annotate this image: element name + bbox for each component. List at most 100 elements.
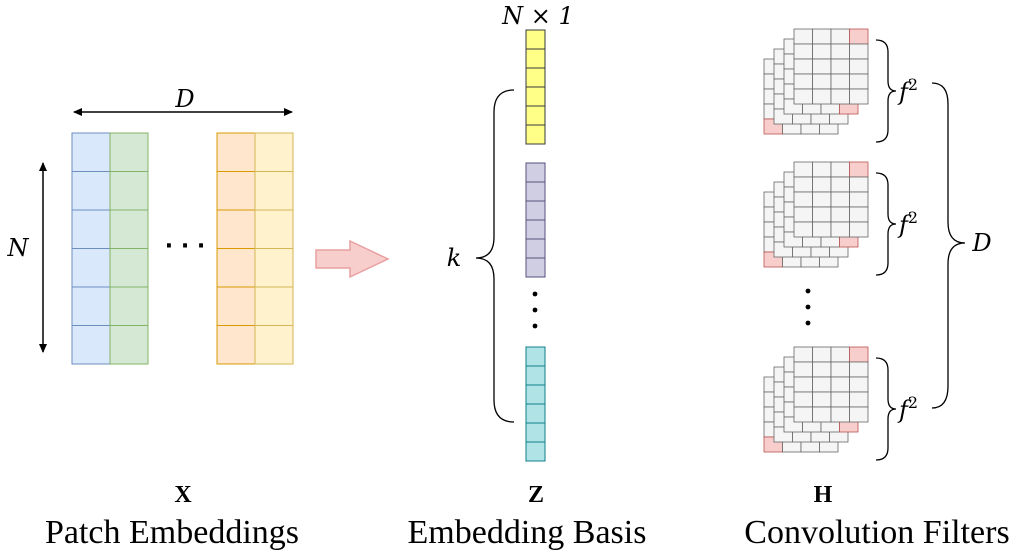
filter-cell: [812, 88, 832, 105]
filter-cell: [830, 346, 850, 363]
filter-cell: [830, 176, 850, 193]
column-ellipsis: · · ·: [165, 234, 205, 259]
filter-stack-1: f2: [763, 28, 918, 143]
filter-cell: [812, 28, 832, 45]
filter-cell: [793, 221, 813, 238]
patch-embedding-matrix: [71, 132, 294, 365]
filter-cell: [830, 221, 850, 238]
filter-cell: [793, 161, 813, 178]
vector-cell: [525, 67, 546, 88]
filter-cell: [830, 191, 850, 208]
vector-cell: [525, 346, 546, 367]
filter-cell: [849, 161, 869, 178]
filter-cell: [812, 191, 832, 208]
filter-cell: [793, 391, 813, 408]
x-column-d: [254, 132, 294, 365]
vector-cell: [525, 48, 546, 69]
filter-cell: [849, 58, 869, 75]
filter-size-label: f2: [897, 208, 918, 239]
filter-vertical-ellipsis: [805, 288, 811, 326]
vector-cell: [525, 403, 546, 424]
filter-size-label: f2: [897, 393, 918, 424]
matrix-cell: [71, 286, 111, 326]
filter-cell: [812, 376, 832, 393]
patch-embeddings-group: D N · · · X Patch Embeddings: [7, 85, 300, 551]
filter-cell: [793, 176, 813, 193]
filter-cell: [849, 406, 869, 423]
basis-count-brace: [475, 89, 515, 423]
matrix-cell: [71, 209, 111, 249]
filter-size-exponent: 2: [908, 393, 918, 412]
filter-cell: [812, 58, 832, 75]
filter-cell: [793, 73, 813, 90]
filter-stack-2: f2: [763, 161, 918, 276]
matrix-cell: [109, 325, 149, 365]
basis-vertical-ellipsis: [532, 291, 538, 329]
filter-stacks: f2 f2 f2: [763, 28, 918, 461]
basis-count-label: k: [447, 244, 462, 272]
x-column-d-minus-1: [216, 132, 256, 365]
filter-cell: [812, 406, 832, 423]
filter-cell: [812, 73, 832, 90]
matrix-cell: [254, 171, 294, 211]
matrix-cell: [254, 132, 294, 172]
vector-cell: [525, 105, 546, 126]
x-column-1: [71, 132, 111, 365]
filter-cell: [812, 161, 832, 178]
matrix-cell: [216, 171, 256, 211]
filter-size-brace: [875, 357, 897, 461]
matrix-cell: [216, 209, 256, 249]
vector-cell: [525, 219, 546, 240]
vector-cell: [525, 422, 546, 443]
matrix-cell: [216, 325, 256, 365]
vector-cell: [525, 365, 546, 386]
filter-cell: [830, 43, 850, 60]
matrix-cell: [216, 248, 256, 288]
matrix-cell: [109, 132, 149, 172]
filter-size-brace: [875, 39, 897, 143]
matrix-cell: [109, 286, 149, 326]
filter-cell: [793, 88, 813, 105]
matrix-cell: [109, 248, 149, 288]
vector-cell: [525, 441, 546, 462]
basis-vectors: [525, 29, 546, 462]
filter-cell: [812, 43, 832, 60]
x-column-2: [109, 132, 149, 365]
filter-cell: [830, 58, 850, 75]
embedding-basis-group: N × 1 k Z Embedding Basis: [408, 2, 647, 551]
filter-size-exponent: 2: [908, 75, 918, 94]
matrix-cell: [216, 286, 256, 326]
filter-cell: [812, 346, 832, 363]
patch-embeddings-symbol: X: [174, 482, 192, 508]
filter-cell: [830, 376, 850, 393]
filter-cell: [793, 346, 813, 363]
filter-cell: [849, 28, 869, 45]
matrix-cell: [71, 248, 111, 288]
filter-cell: [849, 73, 869, 90]
filter-cell: [830, 161, 850, 178]
filter-cell: [849, 43, 869, 60]
basis-vector-2: [525, 162, 546, 278]
filter-size-exponent: 2: [908, 208, 918, 227]
vector-cell: [525, 124, 546, 145]
filter-cell: [812, 176, 832, 193]
embedding-basis-symbol: Z: [528, 482, 544, 508]
filter-cell: [793, 361, 813, 378]
filter-cell: [849, 221, 869, 238]
matrix-cell: [216, 132, 256, 172]
filter-cell: [830, 88, 850, 105]
matrix-cell: [71, 325, 111, 365]
filter-cell: [849, 191, 869, 208]
filter-cell: [849, 176, 869, 193]
filter-cell: [849, 391, 869, 408]
vector-cell: [525, 181, 546, 202]
filter-cell: [793, 28, 813, 45]
filter-cell: [830, 361, 850, 378]
filter-stack-3: f2: [763, 346, 918, 461]
filter-cell: [793, 406, 813, 423]
convolution-filters-caption: Convolution Filters: [744, 514, 1009, 551]
matrix-cell: [254, 325, 294, 365]
filter-cell: [830, 391, 850, 408]
filter-cell: [812, 361, 832, 378]
